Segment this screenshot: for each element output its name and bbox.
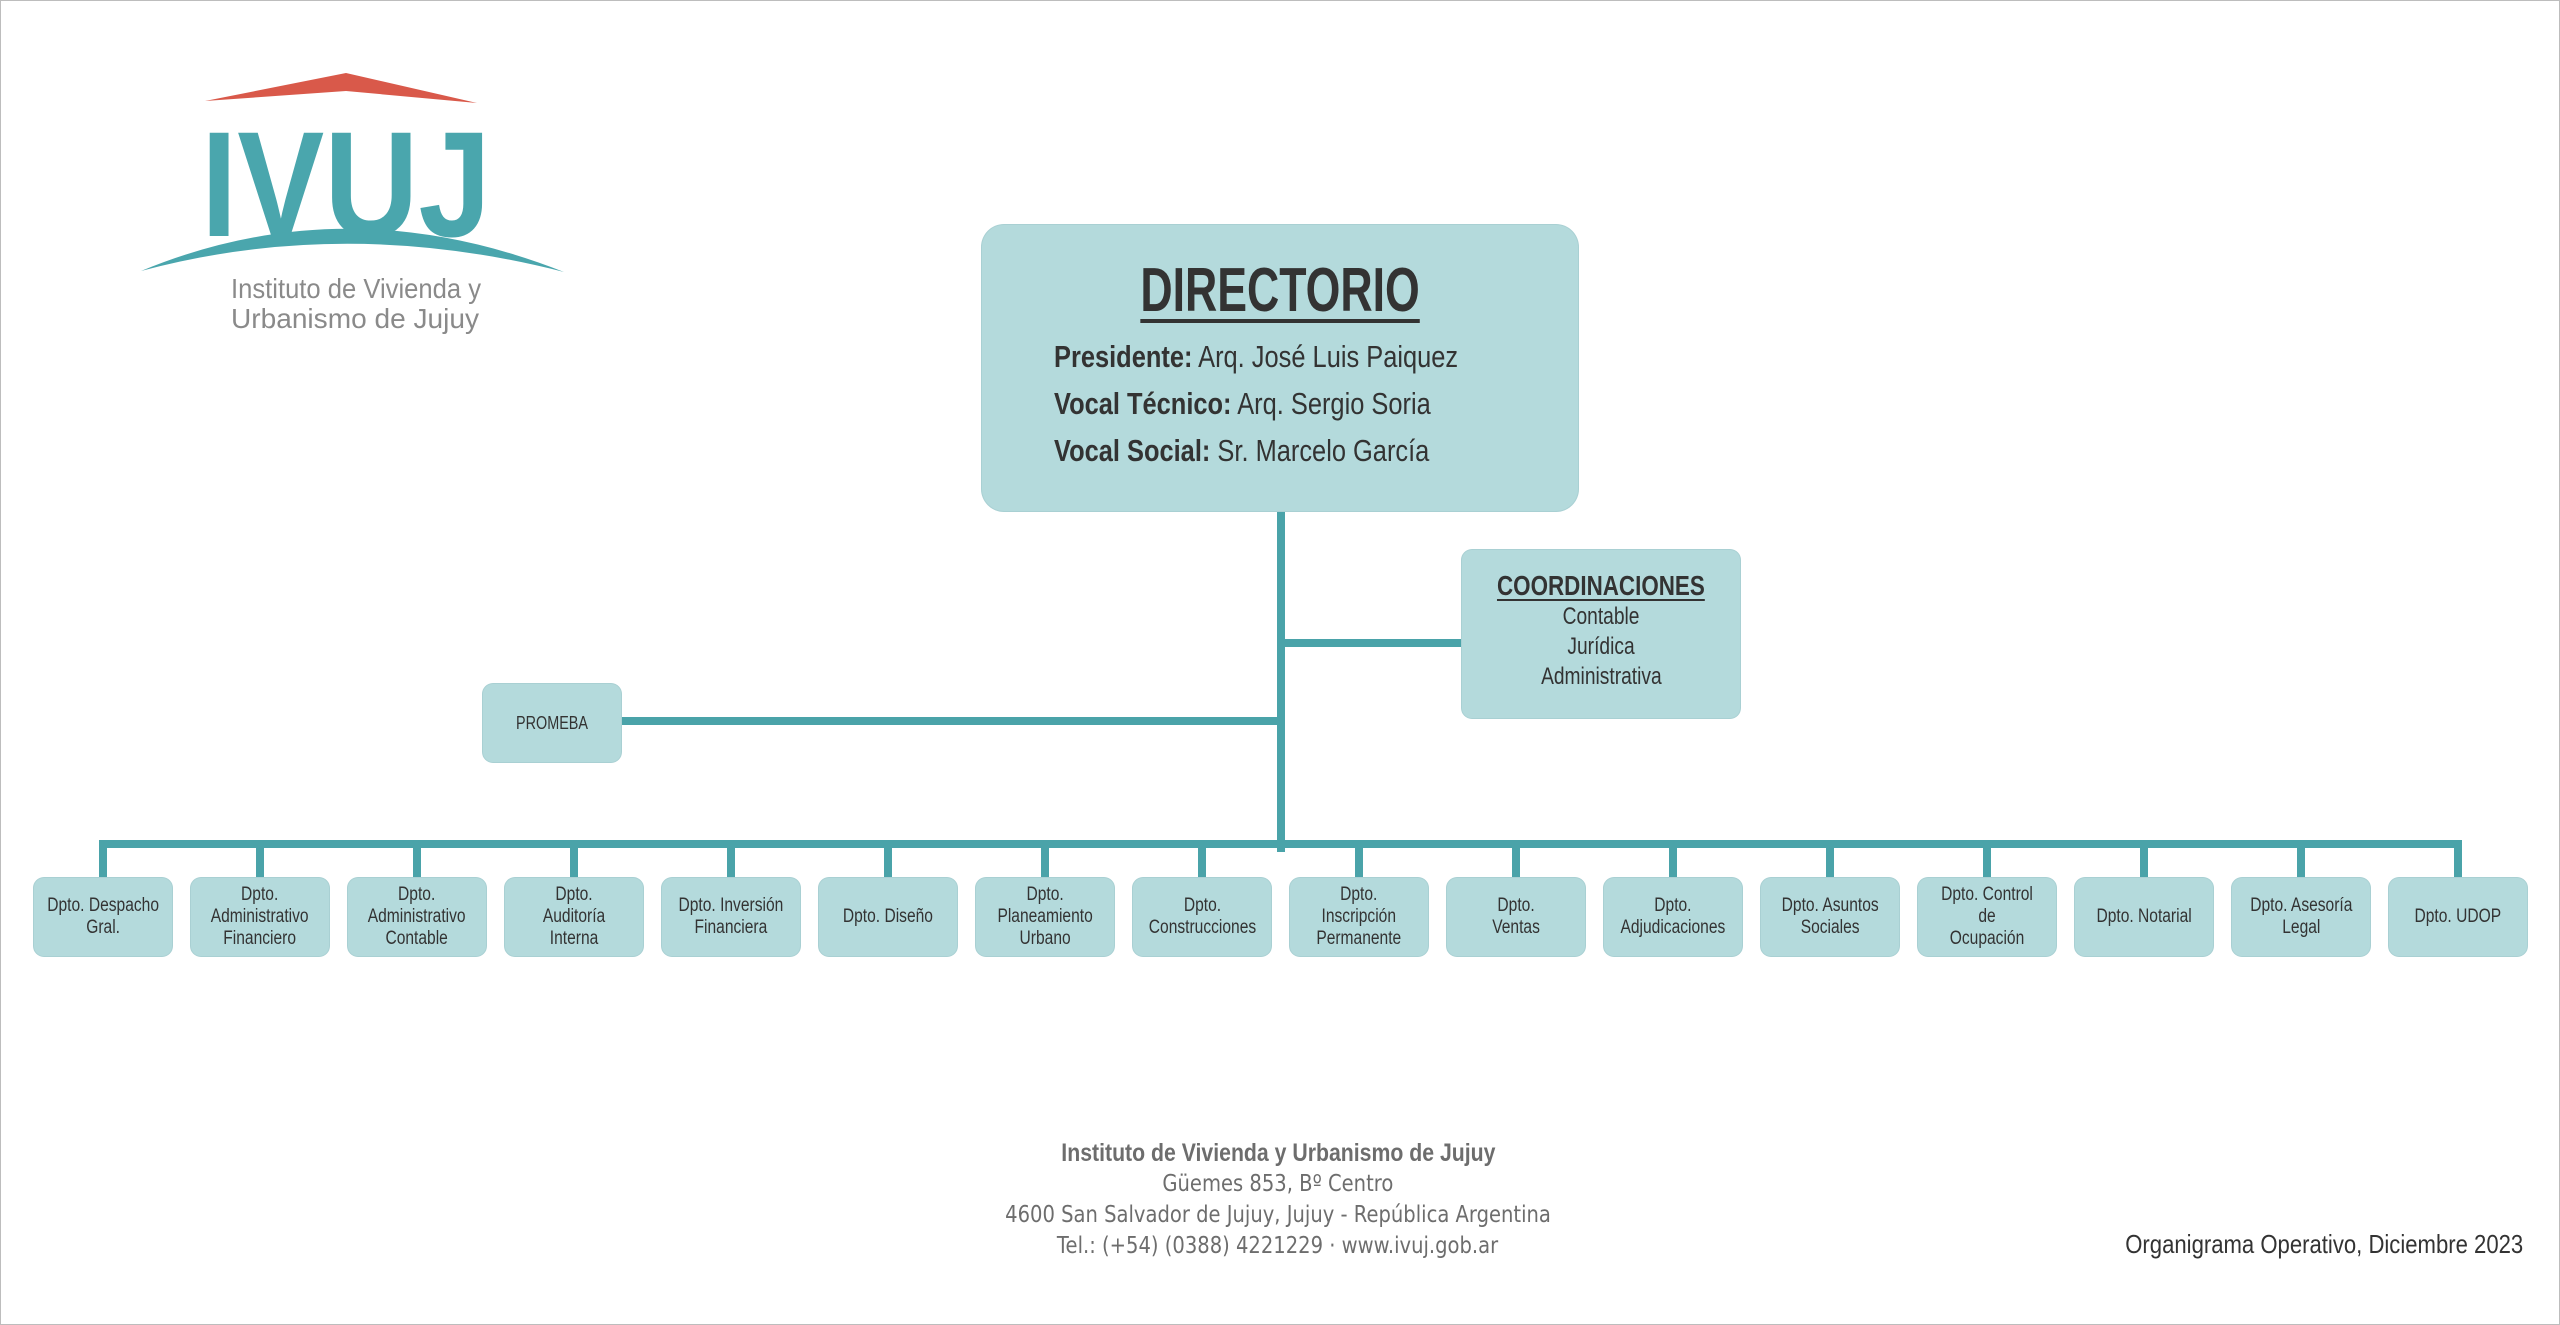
department-connector: [1512, 844, 1520, 878]
department-label: Dpto. Asesoría Legal: [2249, 895, 2353, 938]
department-box: Dpto. Despacho Gral.: [34, 878, 172, 956]
department-label: Dpto. Despacho Gral.: [47, 895, 159, 938]
department-label: Dpto. Notarial: [2096, 906, 2192, 927]
department-label: Dpto. Administrativo Financiero: [211, 884, 309, 949]
department-connector: [1983, 844, 1991, 878]
coordinacion-item: Administrativa: [1540, 663, 1662, 690]
connector-main-vertical: [1277, 511, 1285, 852]
member-name: Arq. Sergio Soria: [1237, 386, 1431, 421]
department-box: Dpto. Control de Ocupación: [1918, 878, 2056, 956]
department-connector: [2297, 844, 2305, 878]
coordinacion-item: Contable: [1562, 603, 1640, 630]
coordinaciones-box: COORDINACIONES Contable Jurídica Adminis…: [1462, 550, 1740, 718]
connector-departments-bus: [99, 840, 2462, 848]
department-label: Dpto. Administrativo Contable: [368, 884, 466, 949]
department-connector: [1198, 844, 1206, 878]
department-connector: [99, 844, 107, 878]
logo-line2: Urbanismo de Jujuy: [231, 303, 479, 334]
footer-address: Güemes 853, Bº Centro: [1162, 1171, 1394, 1197]
department-box: Dpto. Auditoría Interna: [505, 878, 643, 956]
department-box: Dpto. Inversión Financiera: [662, 878, 800, 956]
department-connector: [1826, 844, 1834, 878]
footer-city: 4600 San Salvador de Jujuy, Jujuy - Repú…: [1005, 1202, 1551, 1228]
department-label: Dpto. UDOP: [2414, 906, 2502, 927]
department-connector: [884, 844, 892, 878]
footer-contact: Instituto de Vivienda y Urbanismo de Juj…: [878, 1137, 1678, 1262]
department-label: Dpto. Asuntos Sociales: [1781, 895, 1879, 938]
member-role: Vocal Técnico:: [1054, 386, 1232, 421]
promeba-box: PROMEBA: [483, 684, 621, 762]
member-presidente: Presidente: Arq. José Luis Paiquez: [1054, 339, 1458, 375]
department-box: Dpto. Asuntos Sociales: [1761, 878, 1899, 956]
department-label: Dpto. Diseño: [842, 906, 934, 927]
department-box: Dpto. Asesoría Legal: [2232, 878, 2370, 956]
department-connector: [1041, 844, 1049, 878]
member-role: Vocal Social:: [1054, 433, 1211, 468]
department-box: Dpto. Administrativo Contable: [348, 878, 486, 956]
department-box: Dpto. Ventas: [1447, 878, 1585, 956]
department-label: Dpto. Adjudicaciones: [1620, 895, 1726, 938]
footer-title: Instituto de Vivienda y Urbanismo de Juj…: [1060, 1139, 1496, 1167]
chart-date-stamp: Organigrama Operativo, Diciembre 2023: [2125, 1229, 2523, 1259]
department-connector: [2140, 844, 2148, 878]
member-name: Sr. Marcelo García: [1217, 433, 1430, 468]
directorio-box: DIRECTORIO Presidente: Arq. José Luis Pa…: [982, 225, 1578, 511]
department-box: Dpto. Inscripción Permanente: [1290, 878, 1428, 956]
department-box: Dpto. UDOP: [2389, 878, 2527, 956]
coordinacion-item: Jurídica: [1567, 633, 1635, 660]
department-box: Dpto. Planeamiento Urbano: [976, 878, 1114, 956]
department-label: Dpto. Inscripción Permanente: [1316, 884, 1402, 949]
footer-contact-line: Tel.: (+54) (0388) 4221229 · www.ivuj.go…: [1057, 1233, 1499, 1259]
member-name: Arq. José Luis Paiquez: [1198, 339, 1459, 374]
department-label: Dpto. Planeamiento Urbano: [997, 884, 1093, 949]
member-vocal-social: Vocal Social: Sr. Marcelo García: [1054, 433, 1429, 469]
department-connector: [2454, 844, 2462, 878]
department-label: Dpto. Auditoría Interna: [542, 884, 606, 949]
department-box: Dpto. Diseño: [819, 878, 957, 956]
department-connector: [727, 844, 735, 878]
department-connector: [570, 844, 578, 878]
department-box: Dpto. Adjudicaciones: [1604, 878, 1742, 956]
department-box: Dpto. Notarial: [2075, 878, 2213, 956]
swoosh-icon: [141, 228, 564, 272]
coordinaciones-title: COORDINACIONES: [1497, 570, 1705, 601]
department-connector: [1355, 844, 1363, 878]
department-label: Dpto. Inversión Financiera: [678, 895, 784, 938]
department-label: Dpto. Control de Ocupación: [1941, 884, 2033, 949]
department-label: Dpto. Ventas: [1492, 895, 1540, 938]
member-role: Presidente:: [1054, 339, 1193, 374]
promeba-label: PROMEBA: [515, 712, 589, 733]
department-box: Dpto. Administrativo Financiero: [191, 878, 329, 956]
connector-promeba: [621, 717, 1281, 725]
directorio-title: DIRECTORIO: [1140, 256, 1420, 325]
connector-coordinaciones: [1281, 639, 1462, 647]
department-connector: [413, 844, 421, 878]
department-connector: [256, 844, 264, 878]
roof-icon: [205, 73, 477, 103]
department-label: Dpto. Construcciones: [1148, 895, 1256, 938]
member-vocal-tecnico: Vocal Técnico: Arq. Sergio Soria: [1054, 386, 1431, 422]
department-box: Dpto. Construcciones: [1133, 878, 1271, 956]
logo-line1: Instituto de Vivienda y: [231, 273, 481, 304]
ivuj-logo: IVUJ Instituto de Vivienda y Urbanismo d…: [141, 73, 564, 334]
department-connector: [1669, 844, 1677, 878]
